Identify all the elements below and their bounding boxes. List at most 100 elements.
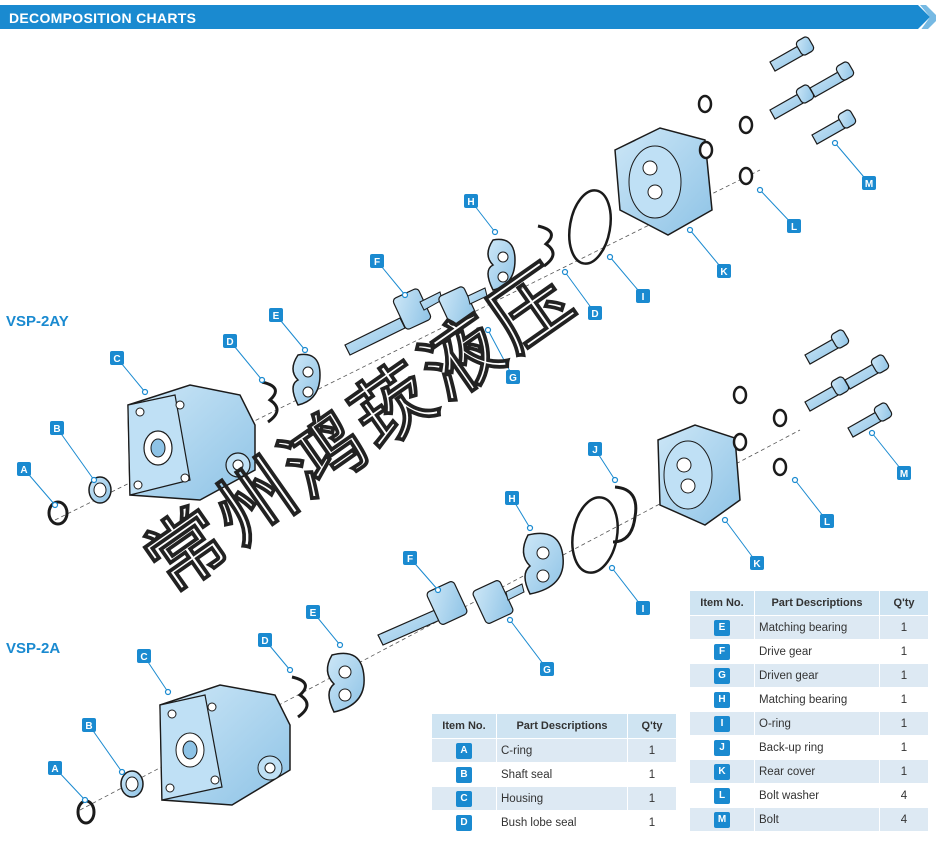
- callout-badge: [588, 442, 602, 456]
- callout-m: M: [831, 139, 876, 190]
- callout-a: A: [48, 761, 89, 804]
- callout-anchor-dot: [434, 586, 442, 594]
- callout-leader-line: [56, 427, 95, 481]
- item-badge: B: [456, 766, 472, 783]
- qty-cell: 1: [879, 711, 929, 736]
- callout-e: E: [306, 605, 344, 649]
- back-up-ring-part-bottom: [612, 485, 638, 544]
- description-cell: Drive gear: [754, 639, 880, 664]
- rear-cover-part-top: [614, 127, 713, 236]
- callout-badge: [588, 306, 602, 320]
- item-cell: J: [689, 735, 755, 760]
- callout-c: C: [137, 649, 172, 696]
- callout-h: H: [464, 194, 499, 236]
- callout-badge: [50, 421, 64, 435]
- callout-anchor-dot: [164, 688, 172, 696]
- description-cell: Bolt: [754, 807, 880, 832]
- shaft-seal-part-bottom: [120, 770, 144, 798]
- item-cell: D: [431, 810, 497, 835]
- callout-anchor-dot: [401, 291, 409, 299]
- callout-anchor-dot: [118, 768, 126, 776]
- callout-anchor-dot: [686, 226, 694, 234]
- item-cell: I: [689, 711, 755, 736]
- qty-cell: 1: [879, 663, 929, 688]
- item-cell: A: [431, 738, 497, 763]
- header-qty: Q'ty: [879, 590, 929, 616]
- callout-d: D: [561, 268, 602, 320]
- callout-b: B: [50, 421, 98, 484]
- item-cell: F: [689, 639, 755, 664]
- callout-letter: C: [140, 652, 147, 663]
- description-cell: Rear cover: [754, 759, 880, 784]
- item-badge: G: [714, 667, 730, 684]
- callout-letter: K: [753, 559, 761, 570]
- item-cell: M: [689, 807, 755, 832]
- description-cell: Driven gear: [754, 663, 880, 688]
- drive-gear-part-bottom: [377, 581, 468, 646]
- callout-e: E: [269, 308, 309, 354]
- bolt-washers-part-bottom: [732, 385, 788, 477]
- qty-cell: 1: [627, 738, 677, 763]
- axis-line-top: [54, 169, 761, 521]
- o-ring-part-bottom: [571, 496, 619, 574]
- drive-gear-part-top: [344, 288, 443, 356]
- callout-d: D: [258, 633, 294, 674]
- assembly-top: [47, 36, 857, 526]
- callout-letter: B: [53, 424, 60, 435]
- item-badge: A: [456, 742, 472, 759]
- callout-badge: [258, 633, 272, 647]
- item-cell: C: [431, 786, 497, 811]
- item-badge: D: [456, 814, 472, 831]
- callout-anchor-dot: [606, 253, 614, 261]
- callout-g: G: [484, 326, 520, 384]
- callout-letter: J: [592, 445, 598, 456]
- callout-anchor-dot: [336, 641, 344, 649]
- callout-letter: H: [467, 197, 474, 208]
- qty-cell: 1: [879, 687, 929, 712]
- description-cell: C-ring: [496, 738, 628, 763]
- header-part-descriptions: Part Descriptions: [754, 590, 880, 616]
- c-ring-part-top: [47, 500, 69, 526]
- assembly-bottom: [76, 329, 893, 825]
- c-ring-part-bottom: [76, 799, 96, 825]
- item-badge: M: [714, 811, 730, 828]
- model-label-bottom: VSP-2A: [6, 640, 61, 657]
- callout-anchor-dot: [286, 666, 294, 674]
- callout-anchor-dot: [491, 228, 499, 236]
- callout-letter: L: [791, 222, 797, 233]
- callout-letter: K: [720, 267, 728, 278]
- callout-badge: [820, 514, 834, 528]
- qty-cell: 1: [627, 762, 677, 787]
- callout-leader-line: [487, 329, 514, 378]
- callout-badge: [48, 761, 62, 775]
- callout-badge: [636, 289, 650, 303]
- bolts-part-bottom: [804, 329, 893, 438]
- item-badge: E: [714, 619, 730, 636]
- item-cell: E: [689, 615, 755, 640]
- callout-anchor-dot: [506, 616, 514, 624]
- item-badge: K: [714, 763, 730, 780]
- description-cell: Bush lobe seal: [496, 810, 628, 835]
- callout-anchor-dot: [868, 429, 876, 437]
- callout-leader-line: [88, 724, 123, 773]
- callout-anchor-dot: [831, 139, 839, 147]
- qty-cell: 4: [879, 783, 929, 808]
- callout-badge: [17, 462, 31, 476]
- callout-letter: E: [310, 608, 317, 619]
- item-cell: K: [689, 759, 755, 784]
- callout-anchor-dot: [611, 476, 619, 484]
- callout-d: D: [223, 334, 266, 384]
- callout-letter: G: [509, 373, 517, 384]
- header-bar: DECOMPOSITION CHARTS: [0, 5, 936, 29]
- qty-cell: 1: [879, 735, 929, 760]
- housing-part-top: [127, 384, 256, 501]
- item-badge: I: [714, 715, 730, 732]
- qty-cell: 1: [879, 759, 929, 784]
